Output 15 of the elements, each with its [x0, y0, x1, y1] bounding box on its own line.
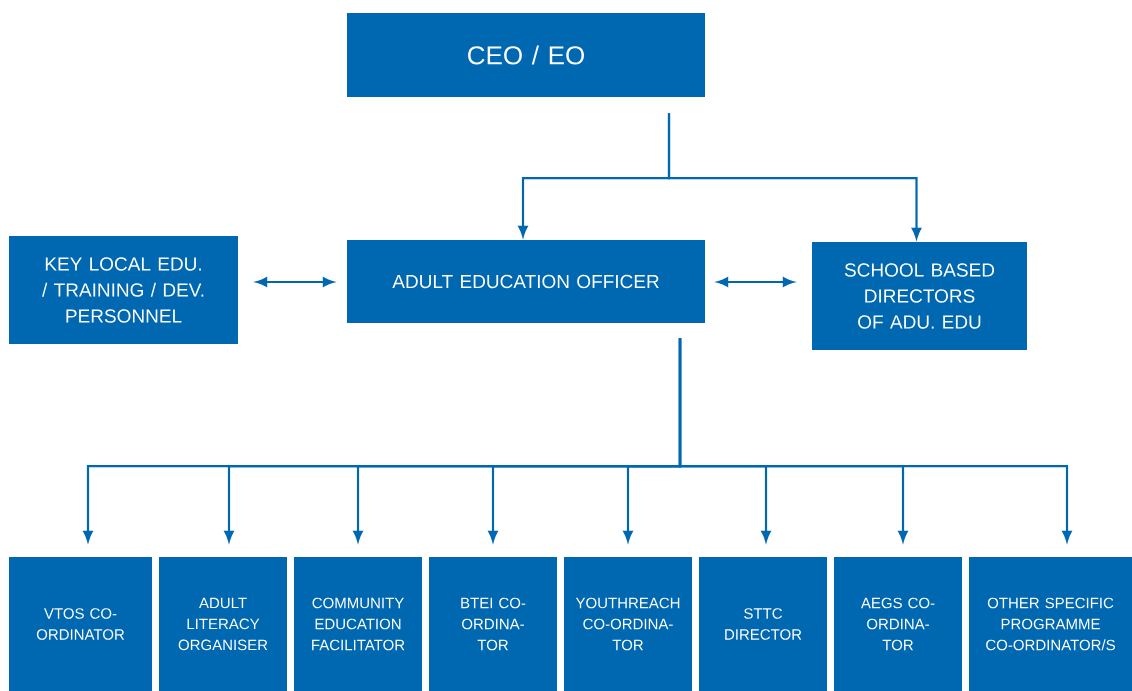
org-box: AEGS CO-ORDINA- TOR [834, 557, 962, 691]
arrow [717, 277, 794, 287]
arrow [256, 277, 334, 287]
org-box: STTC DIRECTOR [699, 557, 827, 691]
org-box: CEO / EO [347, 13, 705, 97]
arrow [678, 338, 1072, 542]
org-box: OTHER SPECIFIC PROGRAMME CO-ORDINATOR/S [969, 557, 1132, 691]
org-box: COMMUNITY EDUCATION FACILITATOR [294, 557, 422, 691]
org-box: SCHOOL BASED DIRECTORS OF ADU. EDU [812, 242, 1027, 350]
org-box: YOUTHREACH CO-ORDINA- TOR [564, 557, 692, 691]
org-box: BTEI CO-ORDINA- TOR [429, 557, 557, 691]
org-box: ADULT EDUCATION OFFICER [347, 240, 705, 323]
org-box: VTOS CO-ORDINATOR [9, 557, 152, 691]
org-box: KEY LOCAL EDU. / TRAINING / DEV. PERSONNEL [9, 236, 238, 344]
org-box: ADULT LITERACY ORGANISER [159, 557, 287, 691]
